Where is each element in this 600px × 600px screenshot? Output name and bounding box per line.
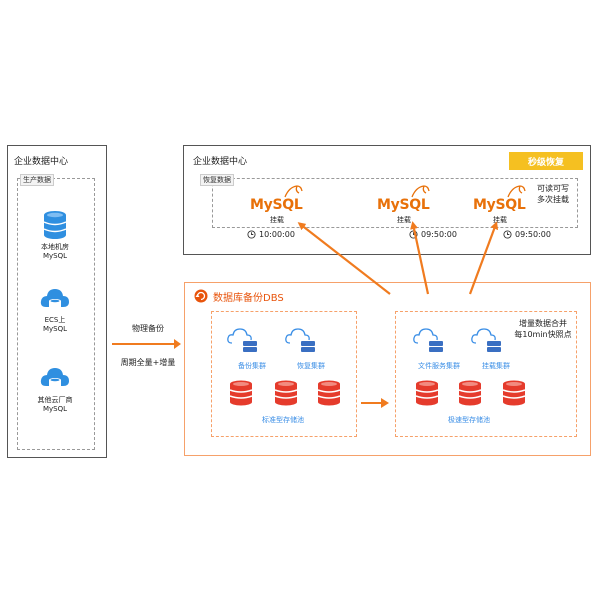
storage-disk-icon	[458, 380, 482, 406]
mysql-logo: MySQL	[250, 197, 303, 213]
standard-storage-group	[211, 311, 357, 437]
production-data-group	[17, 178, 95, 450]
fast-pool-label: 极速型存储池	[448, 416, 490, 424]
cluster-server-icon	[413, 328, 443, 352]
source-local-label: 本地机房 MySQL	[41, 243, 69, 260]
cloud-database-icon	[40, 289, 69, 310]
left-panel-title: 企业数据中心	[14, 157, 69, 167]
clock-icon	[247, 230, 256, 239]
cluster-server-icon	[471, 328, 501, 352]
dolphin-icon	[507, 185, 526, 198]
database-icon	[43, 211, 67, 239]
storage-disk-icon	[317, 380, 341, 406]
physical-backup-label: 物理备份	[132, 324, 164, 333]
incremental-merge-note: 增量数据合并 每10min快照点	[514, 319, 572, 339]
dbs-title: 数据库备份DBS	[213, 293, 284, 304]
cluster-server-icon	[227, 328, 257, 352]
snapshot-time: 09:50:00	[503, 230, 551, 239]
file-service-cluster-label: 文件服务集群	[418, 362, 460, 370]
second-recovery-badge: 秒级恢复	[509, 152, 583, 170]
source-ecs-label: ECS上 MySQL	[42, 316, 68, 333]
recovery-data-tag: 恢复数据	[200, 174, 234, 186]
mysql-logo: MySQL	[377, 197, 430, 213]
schedule-label: 周期全量+增量	[120, 358, 176, 367]
migrate-arrow	[361, 398, 389, 408]
mount-label: 挂载	[493, 216, 507, 224]
storage-disk-icon	[229, 380, 253, 406]
read-write-note: 可读可写 多次挂载	[537, 184, 569, 204]
mount-cluster-label: 挂载集群	[482, 362, 510, 370]
backup-arrow	[112, 339, 181, 349]
cloud-database-icon	[40, 368, 69, 389]
top-panel-title: 企业数据中心	[193, 157, 248, 167]
snapshot-time: 10:00:00	[247, 230, 295, 239]
backup-cluster-label: 备份集群	[238, 362, 266, 370]
source-other-cloud-label: 其他云厂商 MySQL	[37, 396, 73, 413]
cluster-server-icon	[285, 328, 315, 352]
dolphin-icon	[411, 185, 430, 198]
clock-icon	[503, 230, 512, 239]
standard-pool-label: 标准型存储池	[262, 416, 304, 424]
storage-disk-icon	[502, 380, 526, 406]
mount-label: 挂载	[270, 216, 284, 224]
fast-storage-group	[395, 311, 577, 437]
recovery-data-group	[212, 178, 578, 228]
dbs-panel	[184, 282, 591, 456]
mount-label: 挂载	[397, 216, 411, 224]
dbs-refresh-icon	[194, 289, 208, 303]
production-data-tag: 生产数据	[20, 174, 54, 186]
dolphin-icon	[284, 185, 303, 198]
restore-cluster-label: 恢复集群	[297, 362, 325, 370]
storage-disk-icon	[274, 380, 298, 406]
storage-disk-icon	[415, 380, 439, 406]
mysql-logo: MySQL	[473, 197, 526, 213]
